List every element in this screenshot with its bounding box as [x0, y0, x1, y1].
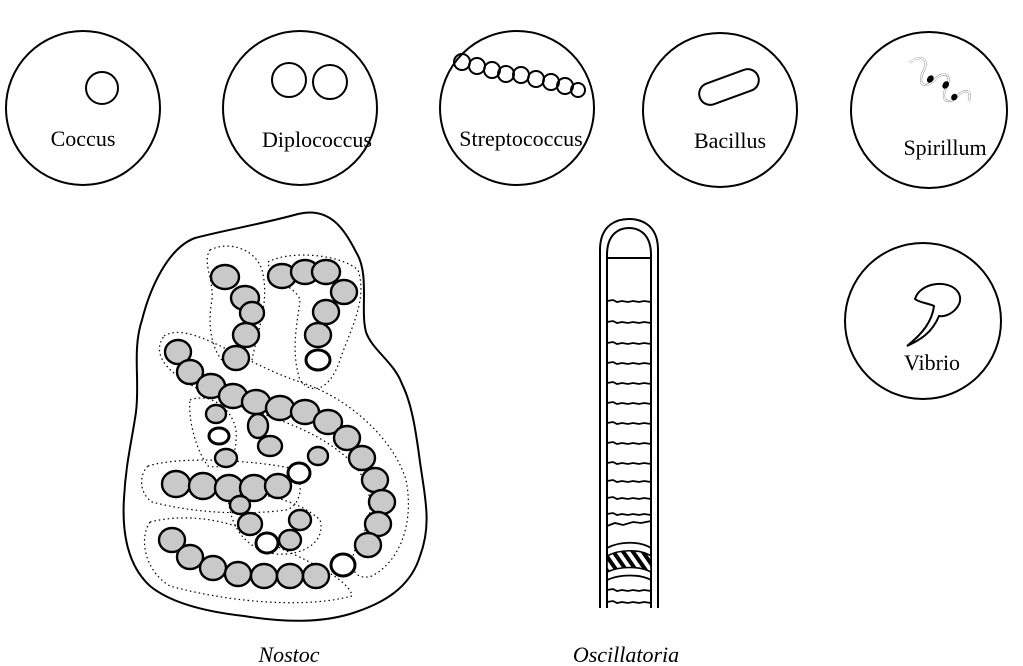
coccus-frame — [6, 31, 160, 185]
coccus-icon — [86, 72, 118, 104]
diplococcus-icon — [272, 63, 347, 99]
spirillum-frame — [851, 32, 1007, 188]
bacillus-frame — [643, 33, 797, 187]
coccus-panel: Coccus — [6, 31, 160, 185]
streptococcus-panel: Streptococcus — [440, 31, 594, 185]
coccus-label: Coccus — [51, 126, 116, 151]
streptococcus-label: Streptococcus — [459, 126, 582, 151]
vibrio-frame — [845, 243, 1001, 399]
vibrio-label: Vibrio — [904, 350, 960, 375]
vibrio-icon — [907, 284, 960, 346]
nostoc-colony-icon — [124, 212, 427, 620]
bacillus-panel: Bacillus — [643, 33, 797, 187]
spirillum-panel: Spirillum — [851, 32, 1007, 188]
diplococcus-panel: Diplococcus — [223, 31, 377, 185]
vibrio-panel: Vibrio — [845, 243, 1001, 399]
spirillum-label: Spirillum — [903, 135, 986, 160]
diplococcus-label: Diplococcus — [262, 127, 372, 152]
diplococcus-frame — [223, 31, 377, 185]
bacillus-icon — [696, 66, 762, 108]
streptococcus-icon — [454, 54, 585, 97]
nostoc-caption: Nostoc — [257, 642, 319, 666]
oscillatoria-caption: Oscillatoria — [573, 642, 679, 666]
spirillum-icon — [904, 54, 973, 111]
oscillatoria-filament-icon — [600, 219, 658, 608]
bacillus-label: Bacillus — [694, 128, 766, 153]
